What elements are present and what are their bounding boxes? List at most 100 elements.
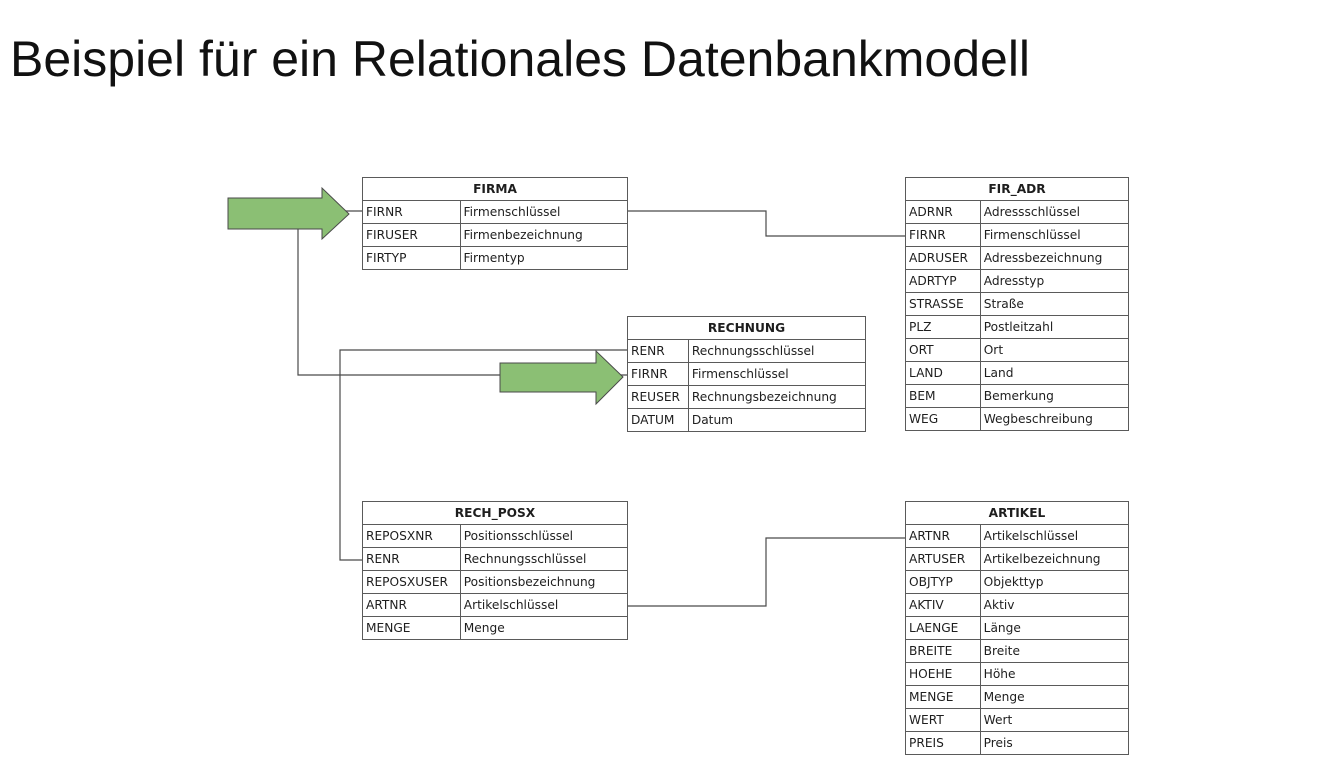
page-title: Beispiel für ein Relationales Datenbankm… xyxy=(10,31,1031,87)
field-desc: Positionsschlüssel xyxy=(459,524,629,548)
field-key: LAND xyxy=(905,361,981,385)
field-desc: Firmenschlüssel xyxy=(459,200,629,224)
field-key: FIRNR xyxy=(905,223,981,247)
field-key: PREIS xyxy=(905,731,981,755)
field-desc: Firmenbezeichnung xyxy=(459,223,629,247)
field-desc: Ort xyxy=(979,338,1130,362)
field-desc: Firmenschlüssel xyxy=(979,223,1130,247)
relation-firma-firadr xyxy=(628,210,905,237)
field-desc: Wegbeschreibung xyxy=(979,407,1130,431)
field-desc: Adressbezeichnung xyxy=(979,246,1130,270)
field-key: ARTUSER xyxy=(905,547,981,571)
field-key: OBJTYP xyxy=(905,570,981,594)
field-key: FIRNR xyxy=(362,200,461,224)
table-title: RECH_POSX xyxy=(362,501,628,525)
field-key: FIRTYP xyxy=(362,246,461,270)
green-arrow-firma-icon xyxy=(227,186,350,241)
field-key: ARTNR xyxy=(362,593,461,617)
table-title: FIRMA xyxy=(362,177,628,201)
field-desc: Adresstyp xyxy=(979,269,1130,293)
field-desc: Firmentyp xyxy=(459,246,629,270)
table-title: RECHNUNG xyxy=(627,316,866,340)
field-desc: Rechnungsschlüssel xyxy=(459,547,629,571)
field-desc: Menge xyxy=(459,616,629,640)
field-key: RENR xyxy=(362,547,461,571)
field-desc: Land xyxy=(979,361,1130,385)
field-desc: Objekttyp xyxy=(979,570,1130,594)
field-key: MENGE xyxy=(905,685,981,709)
field-desc: Menge xyxy=(979,685,1130,709)
field-desc: Preis xyxy=(979,731,1130,755)
field-key: BEM xyxy=(905,384,981,408)
field-key: MENGE xyxy=(362,616,461,640)
field-desc: Artikelschlüssel xyxy=(459,593,629,617)
field-desc: Postleitzahl xyxy=(979,315,1130,339)
field-key: REUSER xyxy=(627,385,689,409)
field-desc: Rechnungsbezeichnung xyxy=(687,385,867,409)
field-key: ARTNR xyxy=(905,524,981,548)
relation-rechnung-rechposx xyxy=(339,349,627,561)
field-desc: Adressschlüssel xyxy=(979,200,1130,224)
field-key: ADRUSER xyxy=(905,246,981,270)
field-key: RENR xyxy=(627,339,689,363)
field-desc: Rechnungsschlüssel xyxy=(687,339,867,363)
field-key: BREITE xyxy=(905,639,981,663)
field-desc: Positionsbezeichnung xyxy=(459,570,629,594)
field-desc: Bemerkung xyxy=(979,384,1130,408)
field-desc: Firmenschlüssel xyxy=(687,362,867,386)
field-desc: Artikelschlüssel xyxy=(979,524,1130,548)
field-key: WERT xyxy=(905,708,981,732)
field-key: FIRNR xyxy=(627,362,689,386)
table-title: ARTIKEL xyxy=(905,501,1129,525)
field-key: WEG xyxy=(905,407,981,431)
field-key: LAENGE xyxy=(905,616,981,640)
field-desc: Datum xyxy=(687,408,867,432)
field-key: HOEHE xyxy=(905,662,981,686)
field-desc: Breite xyxy=(979,639,1130,663)
field-key: AKTIV xyxy=(905,593,981,617)
field-key: PLZ xyxy=(905,315,981,339)
field-key: DATUM xyxy=(627,408,689,432)
field-desc: Straße xyxy=(979,292,1130,316)
field-key: REPOSXUSER xyxy=(362,570,461,594)
green-arrow-rechnung-icon xyxy=(499,349,624,406)
field-key: ORT xyxy=(905,338,981,362)
field-desc: Höhe xyxy=(979,662,1130,686)
relation-rechposx-artikel xyxy=(628,537,905,607)
table-title: FIR_ADR xyxy=(905,177,1129,201)
field-desc: Aktiv xyxy=(979,593,1130,617)
field-key: ADRNR xyxy=(905,200,981,224)
field-desc: Wert xyxy=(979,708,1130,732)
